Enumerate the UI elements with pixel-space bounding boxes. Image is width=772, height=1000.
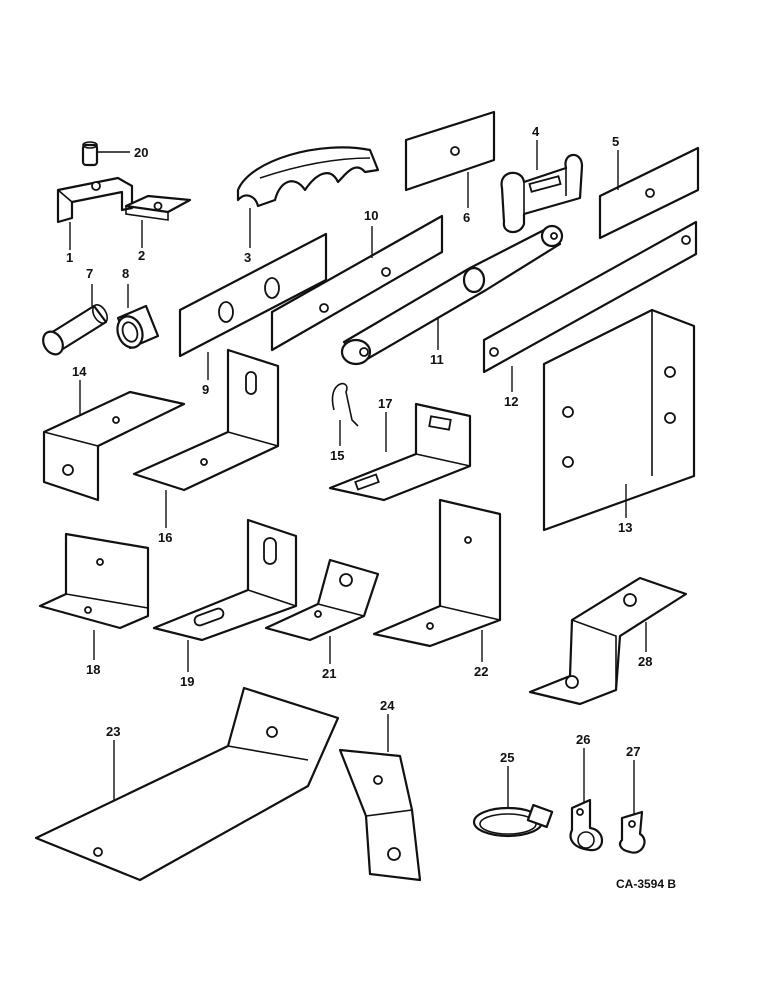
part-4-clamp	[500, 153, 584, 234]
part-25-hose-clamp	[472, 803, 554, 838]
callout-25: 25	[500, 750, 514, 765]
part-3-cover	[236, 146, 380, 208]
callout-20: 20	[134, 145, 148, 160]
part-22-angle	[372, 498, 502, 648]
callout-19: 19	[180, 674, 194, 689]
part-26-p-clip	[569, 798, 604, 852]
callout-10: 10	[364, 208, 378, 223]
part-16-l-bracket	[132, 348, 280, 492]
part-5-plate	[598, 146, 700, 240]
part-2-plate-clip	[124, 194, 192, 221]
callout-14: 14	[72, 364, 87, 379]
part-13-large-angle	[542, 308, 696, 532]
callout-11: 11	[430, 352, 444, 367]
callout-7: 7	[86, 266, 93, 281]
callout-9: 9	[202, 382, 209, 397]
callout-16: 16	[158, 530, 172, 545]
callout-27: 27	[626, 744, 640, 759]
callout-1: 1	[66, 250, 73, 265]
callout-4: 4	[532, 124, 540, 139]
callout-13: 13	[618, 520, 632, 535]
callout-8: 8	[122, 266, 129, 281]
part-10-long-plate	[270, 214, 444, 352]
callout-28: 28	[638, 654, 652, 669]
part-6-plate	[404, 110, 496, 192]
part-12-bar	[482, 220, 698, 374]
callout-15: 15	[330, 448, 344, 463]
part-14-bracket	[42, 390, 186, 502]
part-7-tube	[42, 304, 109, 356]
callout-labels: 20 1 2 3 4 5 6 7 8 10 9 11 12 13 14 15 1…	[66, 124, 652, 765]
part-27-small-p-clip	[619, 810, 646, 854]
callout-2: 2	[138, 248, 145, 263]
part-24-bent-plate	[338, 748, 422, 882]
part-17-bracket-slot	[328, 402, 472, 502]
callout-17: 17	[378, 396, 392, 411]
part-20-pin	[81, 141, 99, 167]
callout-18: 18	[86, 662, 100, 677]
callout-21: 21	[322, 666, 336, 681]
callout-6: 6	[463, 210, 470, 225]
callout-12: 12	[504, 394, 518, 409]
callout-23: 23	[106, 724, 120, 739]
part-15-hook	[331, 382, 359, 427]
callout-3: 3	[244, 250, 251, 265]
part-21-small-angle	[264, 558, 380, 642]
callout-22: 22	[474, 664, 488, 679]
part-18-angle	[38, 532, 150, 630]
leader-lines	[69, 140, 647, 814]
callout-26: 26	[576, 732, 590, 747]
part-9-plate	[178, 232, 328, 358]
part-23-bent-plate	[34, 686, 340, 882]
part-28-offset-bracket	[528, 576, 688, 706]
part-11-link-arm	[340, 224, 564, 366]
part-1-u-clip	[56, 176, 134, 224]
part-19-l-bracket-slot	[152, 518, 298, 642]
part-8-bushing	[116, 304, 160, 350]
callout-24: 24	[380, 698, 395, 713]
callout-5: 5	[612, 134, 619, 149]
figure-code: CA-3594 B	[616, 877, 676, 891]
